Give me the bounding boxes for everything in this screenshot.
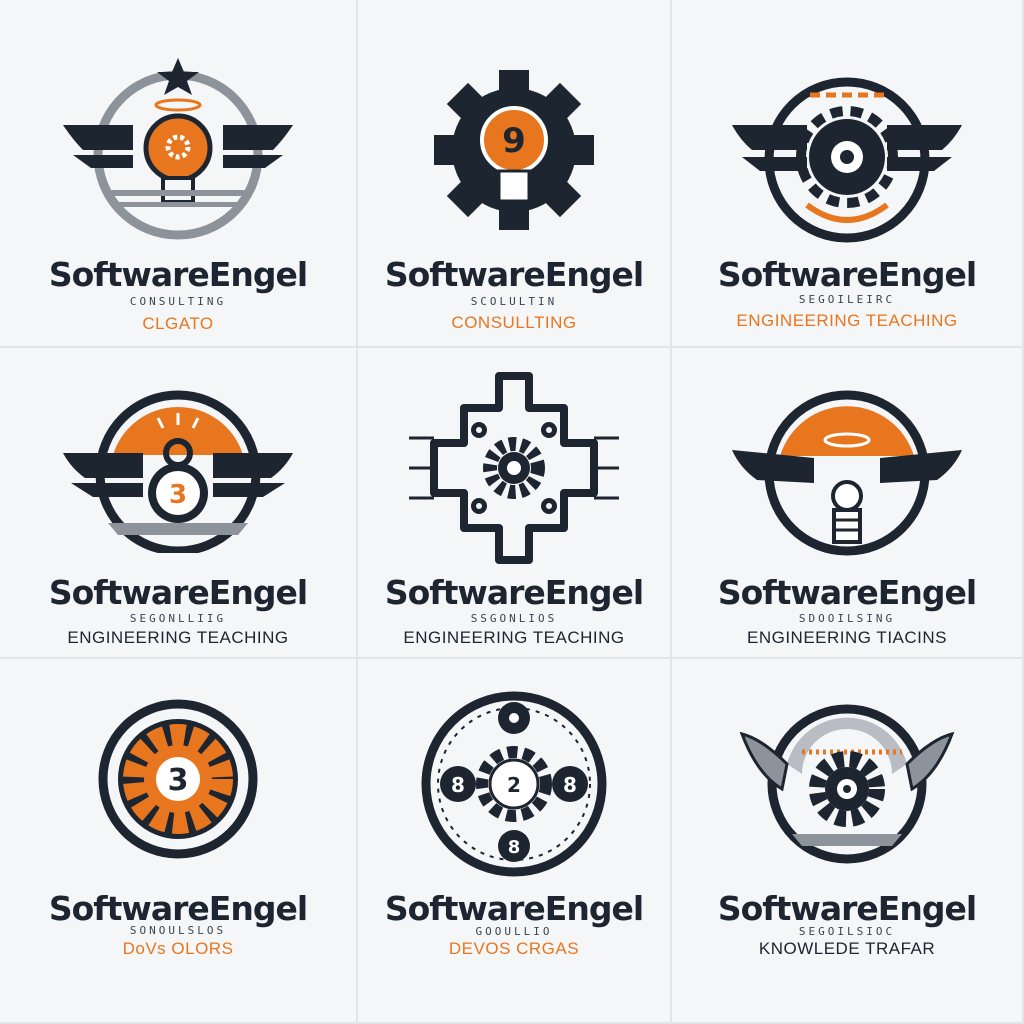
brand-tagline: KNOWLEDE TRAFAR	[758, 939, 936, 958]
brand-name: SoftwareEngel	[717, 255, 977, 294]
brand-tagline: DoVs OLORS	[122, 939, 234, 958]
winged-lightbulb-halo-icon	[732, 390, 962, 556]
gear-lightbulb-icon: 9	[434, 70, 594, 230]
brand-subline: SONOULSLOS	[129, 924, 227, 937]
brand-tagline: ENGINEERING TEACHING	[736, 311, 958, 330]
gear-dial-icon: 2 8 8 8	[421, 691, 607, 877]
lightbulb-number: 9	[502, 121, 526, 161]
dial-center-number: 2	[507, 773, 521, 797]
brand-subline: SCOLULTIN	[470, 295, 558, 308]
badge-number: 3	[169, 480, 187, 510]
logo-card-3: SoftwareEngel SEGOILEIRC ENGINEERING TEA…	[672, 0, 1024, 348]
logo-card-7: 3 SoftwareEngel SONOULSLOS DoVs OLORS	[0, 659, 358, 1024]
logo-card-1: SoftwareEngel CONSULTING CLGATO	[0, 0, 358, 348]
winged-lightbulb-gear-icon	[63, 58, 293, 240]
dial-right-number: 8	[563, 773, 577, 797]
dial-bottom-number: 8	[508, 837, 521, 858]
brand-subline: SEGOILSIOC	[798, 925, 896, 938]
gear-number-icon: 3	[98, 699, 258, 859]
brand-tagline: CONSULLTING	[451, 313, 577, 332]
brand-tagline: CLGATO	[142, 314, 214, 333]
logo-card-5: SoftwareEngel SSGONLIOS ENGINEERING TEAC…	[358, 348, 672, 659]
brand-name: SoftwareEngel	[384, 889, 644, 928]
brand-tagline: ENGINEERING TEACHING	[67, 628, 289, 647]
brand-subline: CONSULTING	[129, 295, 227, 308]
brand-name: SoftwareEngel	[48, 889, 308, 928]
brand-name: SoftwareEngel	[384, 573, 644, 612]
dial-left-number: 8	[451, 773, 465, 797]
brand-name: SoftwareEngel	[384, 255, 644, 294]
logo-card-8: 2 8 8 8 SoftwareEngel GOOULLIO DEVOS CRG…	[358, 659, 672, 1024]
brand-subline: SEGOILEIRC	[798, 293, 896, 306]
brand-subline: SEGONLLIIG	[129, 612, 227, 625]
logo-card-2: 9 SoftwareEngel SCOLULTIN CONSULLTING	[358, 0, 672, 348]
brand-subline: GOOULLIO	[475, 925, 553, 938]
gear-number: 3	[168, 763, 189, 798]
brand-tagline: ENGINEERING TIACINS	[747, 628, 947, 647]
logo-card-6: SoftwareEngel SDOOILSING ENGINEERING TIA…	[672, 348, 1024, 659]
winged-gear-icon	[732, 77, 962, 243]
logo-card-9: SoftwareEngel SEGOILSIOC KNOWLEDE TRAFAR	[672, 659, 1024, 1024]
winged-gear-gauge-icon	[739, 704, 955, 864]
brand-name: SoftwareEngel	[717, 889, 977, 928]
brand-subline: SSGONLIOS	[470, 612, 558, 625]
brand-tagline: ENGINEERING TEACHING	[403, 628, 625, 647]
logo-card-4: 3 SoftwareEngel SEGONLLIIG ENGINEERING T…	[0, 348, 358, 659]
circuit-gears-icon	[409, 372, 619, 564]
brand-name: SoftwareEngel	[48, 255, 308, 294]
brand-subline: SDOOILSING	[798, 612, 896, 625]
brand-name: SoftwareEngel	[717, 573, 977, 612]
brand-tagline: DEVOS CRGAS	[448, 939, 580, 958]
winged-number-icon: 3	[63, 390, 293, 553]
brand-name: SoftwareEngel	[48, 573, 308, 612]
